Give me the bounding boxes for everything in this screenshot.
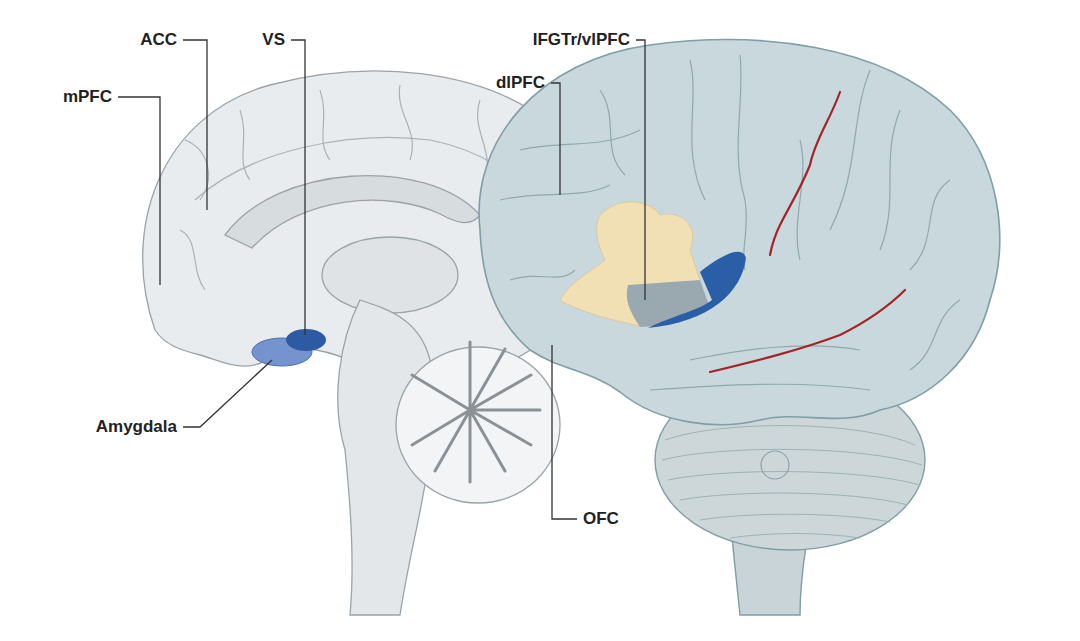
region-label: VS [262, 30, 285, 50]
leader-lines [118, 40, 645, 519]
region-label: OFC [583, 509, 619, 529]
region-label: dlPFC [496, 73, 545, 93]
region-label: Amygdala [96, 417, 177, 437]
region-label: IFGTr/vlPFC [533, 30, 630, 50]
region-label: ACC [140, 30, 177, 50]
region-label: mPFC [63, 87, 112, 107]
